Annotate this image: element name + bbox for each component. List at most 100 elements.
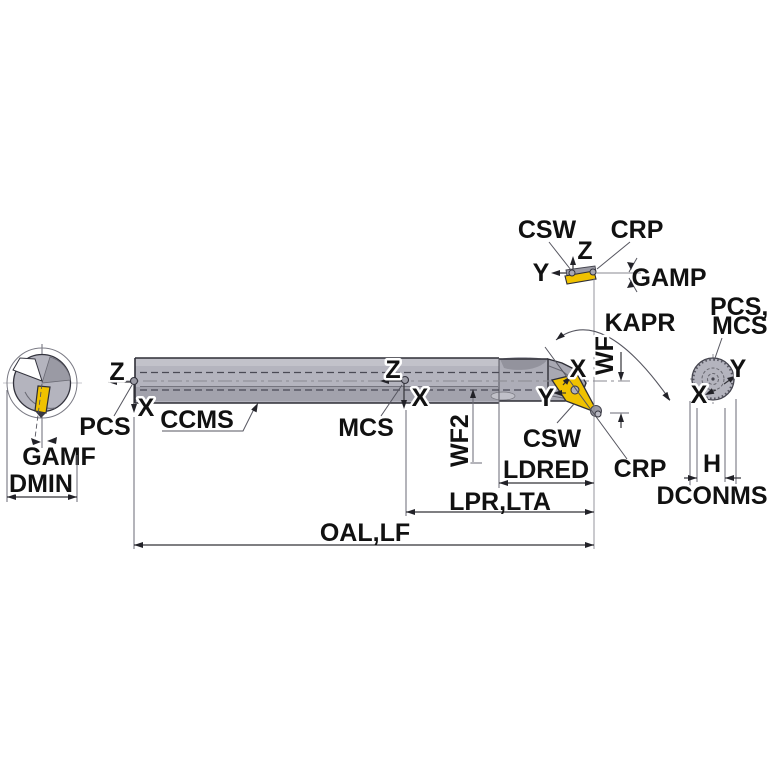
- ldred-arrow-left: [499, 480, 508, 486]
- end-inner-circle-1: [701, 367, 725, 391]
- crp-point: [594, 410, 602, 418]
- label-x-mcs: X: [412, 384, 429, 412]
- end-center-point: [711, 377, 715, 381]
- mcs-point: [400, 375, 410, 385]
- neck-outline: [499, 358, 548, 402]
- label-ldred: LDRED: [503, 456, 589, 484]
- label-kapr: KAPR: [605, 309, 676, 337]
- pcs-leader: [113, 384, 133, 417]
- label-crp-tip: CRP: [614, 455, 667, 483]
- mcs-axes: Z X MCS: [338, 354, 431, 443]
- wf2-arrow-up: [470, 389, 476, 398]
- label-pcs-mcs-2: MCS: [712, 312, 767, 340]
- end-y-arrow: [727, 376, 735, 383]
- label-gamp: GAMP: [632, 264, 707, 292]
- label-z-mcs: Z: [385, 356, 400, 384]
- label-dmin: DMIN: [9, 470, 73, 498]
- label-dconms: DCONMS: [656, 482, 767, 510]
- detail-z-arrow: [570, 256, 576, 265]
- kapr-arrow-end: [662, 391, 670, 401]
- gamf-reference-line: [33, 383, 43, 447]
- neck-top-shading: [500, 357, 547, 370]
- detail-y-arrow: [551, 270, 560, 276]
- front-body-shading: [41, 356, 71, 384]
- label-ccms: CCMS: [160, 406, 234, 434]
- insert-side-detail: GAMP Z Y CSW CRP: [518, 216, 707, 293]
- gamf-angle-arrow-right: [47, 437, 57, 444]
- label-csw-tip: CSW: [523, 425, 582, 453]
- tip-x-arrow: [562, 376, 571, 385]
- gamf-angle-arrow-left: [31, 438, 41, 445]
- bottom-dimensions: LDRED LPR,LTA OAL,LF: [133, 399, 594, 549]
- mcs-x-arrow: [401, 400, 407, 409]
- label-gamf: GAMF: [22, 443, 96, 471]
- label-x-pcs: X: [138, 394, 155, 422]
- csw-leader-bottom: [556, 403, 575, 424]
- gamp-arrow-bottom: [627, 280, 634, 288]
- csw-point: [568, 269, 576, 277]
- label-pcs-mcs-1: PCS,: [710, 293, 767, 321]
- label-pcs: PCS: [79, 413, 130, 441]
- label-crp-top: CRP: [611, 216, 664, 244]
- label-oal-lf: OAL,LF: [320, 519, 410, 547]
- label-csw-top: CSW: [518, 216, 577, 244]
- bar-lower-band: [135, 387, 499, 401]
- label-z-pcs: Z: [109, 358, 124, 386]
- end-view: PCS, MCS Y X H DCONMS: [654, 293, 767, 513]
- end-inner-circle-2: [707, 373, 719, 385]
- label-y-tip: Y: [538, 384, 555, 412]
- mcs-z-arrow: [380, 378, 389, 384]
- detail-insert: [564, 270, 597, 285]
- csw-leader-top: [548, 241, 572, 271]
- pcs-axes: Z X PCS: [79, 356, 157, 442]
- label-h: H: [703, 450, 721, 478]
- oal-arrow-right: [585, 542, 594, 548]
- front-insert-tip-shadow: [35, 411, 46, 418]
- end-x-arrow: [705, 388, 715, 395]
- pcs-z-arrow: [108, 379, 117, 385]
- oal-arrow-left: [134, 542, 143, 548]
- front-view: GAMF DMIN: [3, 344, 96, 502]
- pcs-mcs-leader: [713, 337, 723, 362]
- kapr-arc: [555, 329, 671, 401]
- crp-leader-top: [596, 241, 631, 270]
- label-mcs: MCS: [338, 414, 394, 442]
- label-z-detail: Z: [577, 237, 592, 265]
- ccms-arrow: [251, 403, 258, 413]
- dmin-arrow-left: [7, 494, 16, 500]
- neck-bottom-boss: [490, 391, 516, 401]
- label-wf2: WF2: [446, 414, 474, 467]
- label-wf: WF: [591, 336, 619, 375]
- front-outer-circle: [6, 347, 78, 419]
- wf-arrow-down: [618, 372, 624, 381]
- wf2-dimension: WF2: [444, 389, 482, 470]
- crp-point-detail: [589, 268, 597, 276]
- insert-hole: [570, 385, 580, 395]
- bar-top-highlight: [135, 358, 499, 366]
- kapr-angle: KAPR: [544, 309, 676, 460]
- label-y-detail: Y: [533, 259, 550, 287]
- dmin-arrow-right: [68, 494, 77, 500]
- pcs-point: [129, 376, 139, 386]
- pcs-x-arrow: [131, 404, 137, 413]
- ccms-leader: [162, 406, 256, 432]
- label-lpr-lta: LPR,LTA: [449, 488, 551, 516]
- tip-axes: X Y CSW CRP: [523, 353, 667, 484]
- lpr-arrow-left: [406, 509, 415, 515]
- tip-y-arrow: [553, 390, 562, 396]
- wf-arrow-up: [618, 413, 624, 422]
- side-view-bar: [118, 357, 630, 404]
- kapr-arrow-start: [556, 332, 565, 340]
- mcs-leader: [380, 384, 403, 417]
- lpr-arrow-right: [585, 509, 594, 515]
- ldred-arrow-right: [585, 480, 594, 486]
- ccms-callout: CCMS: [160, 403, 258, 434]
- front-relief-notch: [12, 357, 43, 382]
- cutting-edge-line: [544, 346, 628, 460]
- wf-dimension: WF: [589, 334, 629, 428]
- label-x-end: X: [691, 381, 708, 409]
- gamp-arrow-top: [627, 262, 634, 270]
- h-arrow-left: [688, 475, 697, 481]
